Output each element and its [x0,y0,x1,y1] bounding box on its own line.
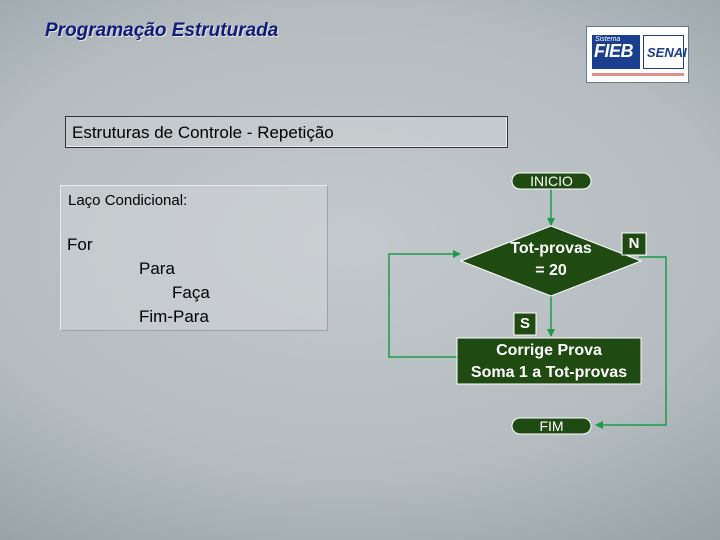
process-node [456,337,642,385]
fieb-senai-logo: Sistema FIEB SENAI [586,26,689,83]
loop-condition-box: Laço Condicional: [60,185,328,331]
logo-sistema-text: Sistema [595,36,621,43]
pseudocode-fim-para: Fim-Para [139,307,209,326]
process-label-line2: Soma 1 a Tot-provas [470,364,628,381]
pseudocode-faca: Faça [172,283,210,302]
no-label: N [628,235,640,252]
pseudocode-for: For [67,235,93,254]
slide-title: Programação Estruturada [45,20,279,41]
decision-node [459,225,643,297]
section-subtitle-box: Estruturas de Controle - Repetição [65,116,508,148]
logo-senai-text: SENAI [647,45,687,60]
process-label-line1: Corrige Prova [496,342,602,359]
section-subtitle: Estruturas de Controle - Repetição [72,123,334,142]
connector-loop-back [388,250,461,358]
fieb-logo-block [592,35,640,69]
yes-label-box [513,312,537,336]
start-node [511,172,592,190]
senai-logo-block: SENAI [643,35,687,69]
start-label: INICIO [530,173,573,189]
decision-label-line2: = 20 [535,262,567,279]
yes-label: S [519,315,530,332]
pseudocode-para: Para [139,259,175,278]
loop-title: Laço Condicional: [68,192,188,209]
no-label-box [621,232,647,256]
logo-tagline-line [592,73,684,76]
end-node [511,417,592,435]
end-label: FIM [539,418,564,434]
decision-label-line1: Tot-provas [510,240,592,257]
logo-fieb-text: FIEB [594,41,634,61]
connector-no-to-end [595,256,667,429]
